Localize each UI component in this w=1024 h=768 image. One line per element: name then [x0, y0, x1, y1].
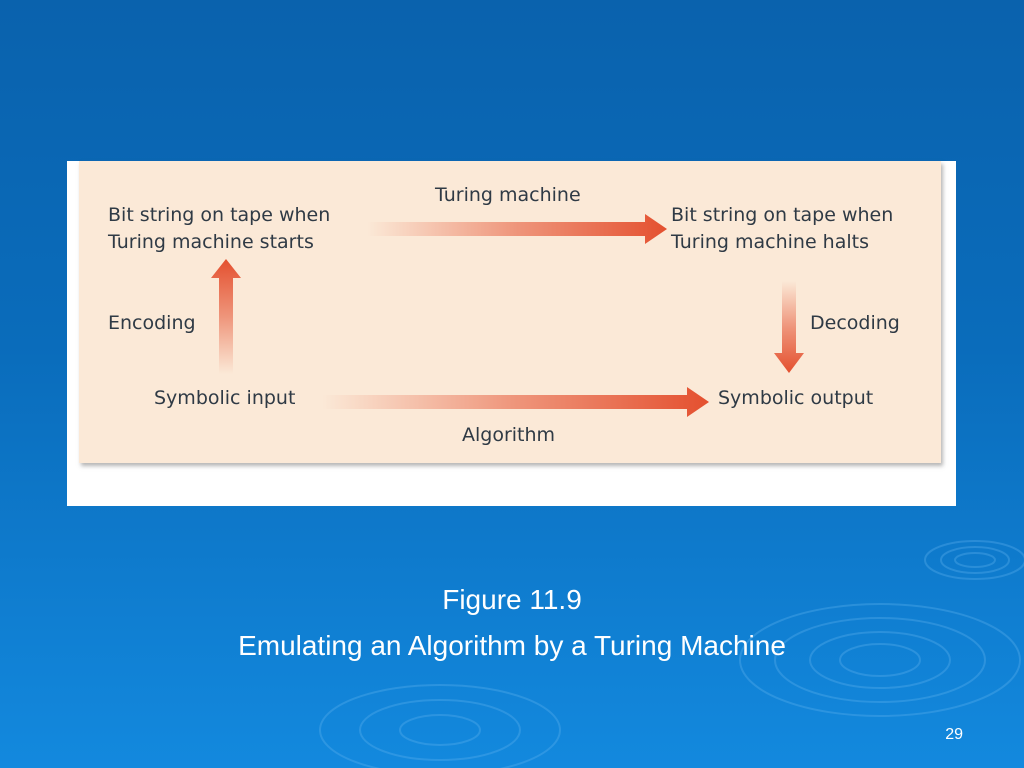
decoding-arrow	[774, 281, 804, 373]
symbolic-input-node: Symbolic input	[154, 387, 296, 409]
figure-number: Figure 11.9	[442, 584, 582, 615]
tape-halt-node: Bit string on tape when Turing machine h…	[671, 204, 894, 253]
diagram-arrows	[211, 214, 804, 417]
tape-start-node: Bit string on tape when Turing machine s…	[108, 204, 331, 253]
algorithm-arrow	[322, 387, 709, 417]
decoding-label: Decoding	[810, 312, 900, 334]
encoding-arrow	[211, 259, 241, 374]
encoding-label: Encoding	[108, 312, 196, 334]
algorithm-label: Algorithm	[462, 424, 556, 446]
symbolic-output-node: Symbolic output	[718, 387, 874, 409]
page-number: 29	[945, 726, 963, 743]
turing-machine-label: Turing machine	[435, 184, 581, 206]
turing-machine-arrow	[367, 214, 667, 244]
figure-title: Emulating an Algorithm by a Turing Machi…	[238, 630, 786, 661]
figure-frame: Bit string on tape when Turing machine s…	[67, 161, 956, 506]
